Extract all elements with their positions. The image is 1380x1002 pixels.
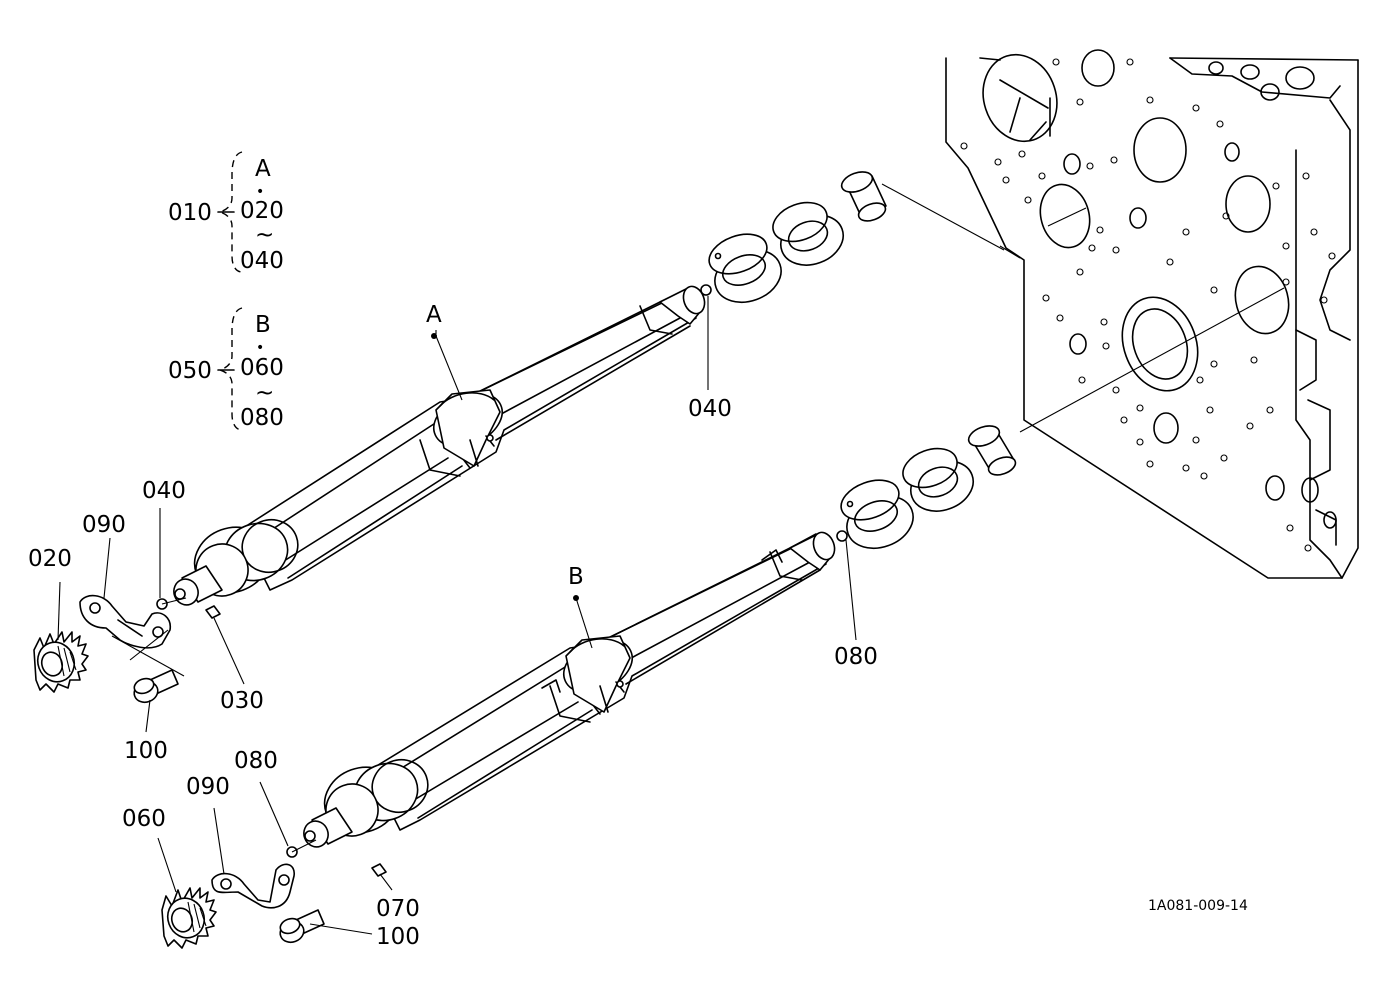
gear-060-icon: [161, 887, 217, 949]
bearing-b-mid: [902, 447, 974, 512]
bearing-a-mid: [772, 201, 844, 266]
legend-010-to: 040: [240, 248, 284, 274]
bearing-b-small: [967, 425, 1017, 476]
figure-reference: 1A081-009-14: [1148, 898, 1248, 914]
bearing-b-large: [840, 479, 914, 550]
callout-070: 070: [376, 896, 420, 922]
legend-050-assembly: 050: [168, 358, 212, 384]
legend-050-to: 080: [240, 405, 284, 431]
balancer-shaft-b: [303, 531, 836, 848]
callout-090-upper: 090: [82, 512, 126, 538]
bearing-a-small: [840, 171, 887, 222]
balancer-shaft-a: [173, 285, 706, 606]
shaft-marker-a: A: [426, 302, 442, 328]
leader-upper-bore: [881, 183, 1021, 259]
plate-090-lower-icon: [211, 863, 295, 909]
legend-brace-050: [217, 307, 243, 431]
callout-060: 060: [122, 806, 166, 832]
callout-030: 030: [220, 688, 264, 714]
bolt-100-upper-icon: [133, 669, 179, 704]
legend-050-shaft: B: [255, 312, 271, 338]
shaft-marker-b: B: [568, 564, 584, 590]
shaft-marker-a-dot: [431, 333, 437, 339]
ball-040-rear-icon: [700, 284, 712, 296]
legend-010-from: 020: [240, 198, 284, 224]
bearing-a-large: [708, 233, 782, 304]
ball-080-rear-icon: [836, 530, 848, 542]
gear-020-icon: [33, 631, 89, 693]
legend-brace-010: [217, 151, 243, 273]
legend-050-tilde: ~: [255, 380, 274, 406]
callout-080-front: 080: [234, 748, 278, 774]
legend-010-tilde: ~: [255, 222, 274, 248]
leader-upper-bearing: [1047, 207, 1087, 227]
legend-050-dot: •: [256, 340, 264, 356]
key-070-icon: [371, 863, 387, 877]
legend-010-dot: •: [256, 184, 264, 200]
key-030-icon: [205, 605, 221, 619]
callout-100-upper: 100: [124, 738, 168, 764]
shaft-marker-b-dot: [573, 595, 579, 601]
bolt-100-lower-icon: [279, 909, 325, 944]
callout-040-front: 040: [142, 478, 186, 504]
callout-080-rear: 080: [834, 644, 878, 670]
legend-010-shaft: A: [255, 156, 271, 182]
callout-100-lower: 100: [376, 924, 420, 950]
plate-090-upper-icon: [79, 594, 172, 649]
callout-090-lower: 090: [186, 774, 230, 800]
callout-040-rear: 040: [688, 396, 732, 422]
leader-lower-bore: [1019, 287, 1285, 433]
legend-010-assembly: 010: [168, 200, 212, 226]
legend-050-from: 060: [240, 355, 284, 381]
callout-020: 020: [28, 546, 72, 572]
engine-block: [945, 49, 1359, 579]
leader-lines: [57, 296, 857, 935]
